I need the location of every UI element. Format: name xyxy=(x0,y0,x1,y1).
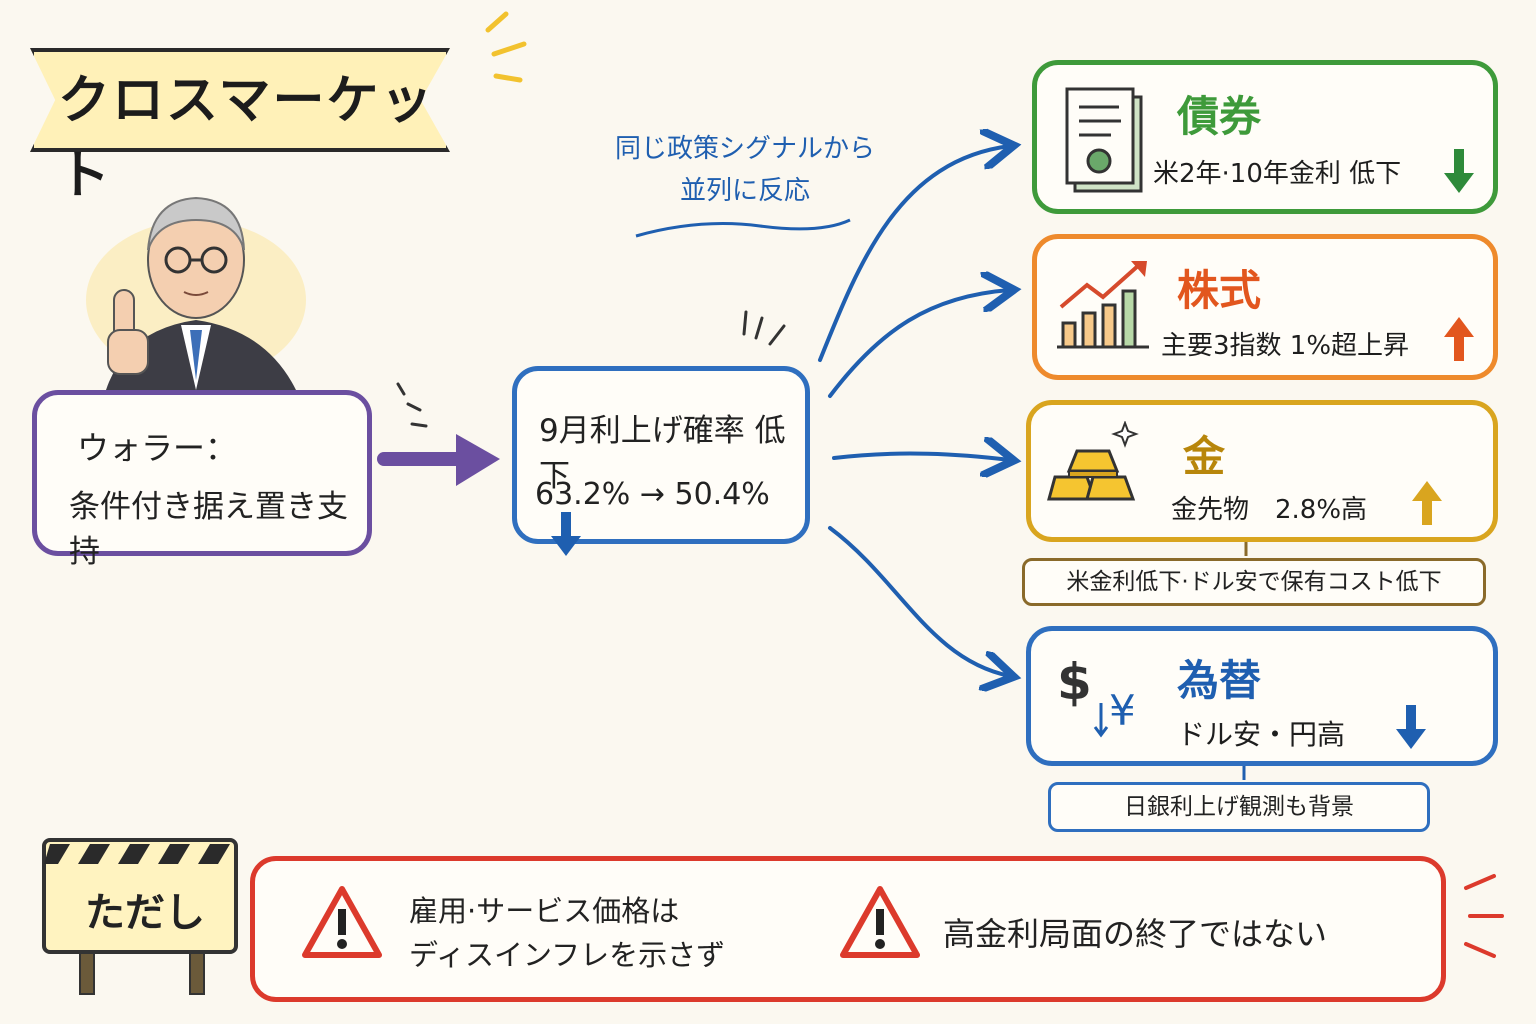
annotation-underline xyxy=(635,218,851,238)
asset-name-fx: 為替 xyxy=(1177,656,1262,705)
bar-chart-rising-icon xyxy=(1057,261,1149,349)
asset-card-stocks: 株式 主要3指数 1%超上昇 xyxy=(1032,234,1498,380)
asset-desc-stocks: 主要3指数 1%超上昇 xyxy=(1161,331,1410,361)
parallel-reaction-annotation: 同じ政策シグナルから 並列に反応 xyxy=(614,134,875,206)
fx-reason-note: 日銀利上げ観測も背景 xyxy=(1048,782,1430,832)
speaker-position: 条件付き据え置き支持 xyxy=(69,489,348,570)
asset-card-bonds: 債券 米2年·10年金利 低下 xyxy=(1032,60,1498,214)
arrow-to-stocks xyxy=(828,290,1010,398)
speaker-statement-box: ウォラー： 条件付き据え置き支持 xyxy=(32,390,372,570)
asset-card-fx: $ ¥ 為替 ドル安・円高 xyxy=(1026,626,1498,766)
gold-reason-note: 米金利低下·ドル安で保有コスト低下 xyxy=(1022,558,1486,606)
bond-certificate-icon xyxy=(1065,87,1143,193)
title-banner xyxy=(30,48,450,152)
barricade-sign xyxy=(42,838,238,995)
arrow-to-fx xyxy=(828,526,1010,676)
sparkle-lines xyxy=(485,11,527,83)
down-arrow-icon xyxy=(1444,149,1474,193)
warning-icon xyxy=(302,886,382,958)
rate-hike-probability-box: 9月利上げ確率 低下 63.2% → 50.4% xyxy=(512,366,810,556)
asset-name-bonds: 債券 xyxy=(1177,92,1262,141)
dollar-yen-icon: $ ¥ xyxy=(1057,653,1136,738)
arrow-to-bonds xyxy=(818,146,1010,362)
caveat-item-2: 高金利局面の終了ではない xyxy=(943,915,1328,953)
asset-desc-fx: ドル安・円高 xyxy=(1177,718,1346,751)
probability-label: 9月利上げ確率 低下 xyxy=(539,413,786,494)
asset-card-gold: 金 金先物 2.8%高 xyxy=(1026,400,1498,542)
warning-icon xyxy=(840,886,920,958)
probability-change: 63.2% → 50.4% xyxy=(535,477,805,556)
svg-text:¥: ¥ xyxy=(1109,686,1136,735)
caveat-item-1: 雇用·サービス価格は ディスインフレを示さず xyxy=(409,894,726,972)
asset-name-gold: 金 xyxy=(1183,432,1226,481)
speaker-name: ウォラー： xyxy=(77,429,238,467)
asset-desc-bonds: 米2年·10年金利 低下 xyxy=(1153,159,1402,189)
caveat-box: 雇用·サービス価格は ディスインフレを示さず 高金利局面の終了ではない xyxy=(250,856,1446,1002)
page-title: クロスマーケット xyxy=(58,71,435,206)
speaker-avatar xyxy=(86,196,306,390)
asset-name-stocks: 株式 xyxy=(1177,266,1262,315)
up-arrow-icon xyxy=(1412,481,1442,525)
down-arrow-icon xyxy=(551,512,581,556)
asset-desc-gold: 金先物 2.8%高 xyxy=(1171,495,1368,525)
down-arrow-icon xyxy=(1396,705,1426,749)
speaker-to-probability-arrow xyxy=(377,434,500,486)
gold-bars-icon xyxy=(1047,421,1139,501)
up-arrow-icon xyxy=(1444,317,1474,361)
svg-text:$: $ xyxy=(1057,653,1092,711)
caveat-label: ただし xyxy=(85,890,205,936)
arrow-to-gold xyxy=(832,454,1010,460)
